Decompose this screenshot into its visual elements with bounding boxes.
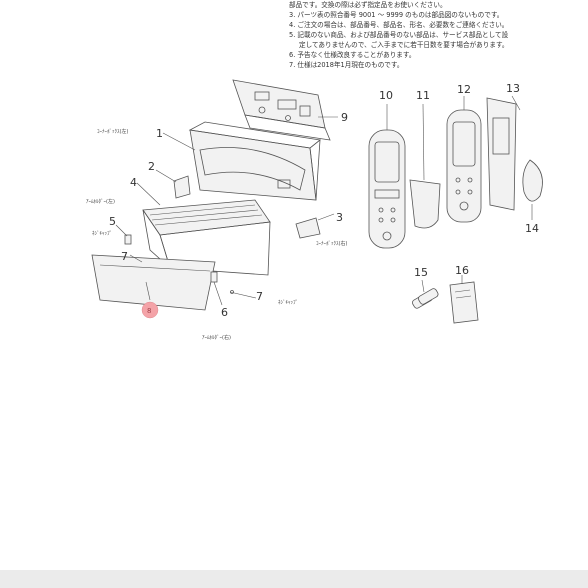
notes-block: 部品です。交換の際は必ず指定品をお使いください。 3. パーツ表の照合番号 90…	[289, 0, 585, 70]
note-line: 4. ご注文の場合は、部品番号、部品名、形名、必要数をご連絡ください。	[289, 21, 509, 29]
footer-bar	[0, 570, 588, 588]
back-plate-drawing	[486, 95, 521, 211]
note-line: 6. 予告なく仕様改良することがあります。	[289, 51, 416, 59]
note-line: 部品です。交換の際は必ず指定品をお使いください。	[289, 1, 447, 9]
remote-controller-drawing	[368, 104, 406, 249]
remote-cover-drawing	[409, 103, 441, 229]
screw-cap-right-leader	[229, 291, 257, 299]
part-number-10: 10	[379, 89, 393, 102]
part-number-16: 16	[455, 264, 469, 277]
arm-holder-right-drawing	[210, 271, 223, 306]
part-number-9: 9	[341, 111, 348, 124]
part-number-14: 14	[525, 222, 539, 235]
manual-drawing	[449, 275, 479, 324]
highlight-marker[interactable]	[141, 301, 159, 319]
part-number-7-right: 7	[256, 290, 263, 303]
part-number-13: 13	[506, 82, 520, 95]
control-board-drawing	[232, 79, 338, 141]
part-number-15: 15	[414, 266, 428, 279]
label-arm-holder-left: ｱｰﾑﾎﾙﾀﾞｰ(左)	[86, 198, 115, 205]
part-number-12: 12	[457, 83, 471, 96]
part-number-11: 11	[416, 89, 430, 102]
label-screw-cap-right: ﾈｼﾞｷｬｯﾌﾟ	[278, 299, 298, 306]
screw-cap-right-icon	[230, 290, 234, 294]
note-line: 3. パーツ表の照合番号 9001 ～ 9999 のものは部品図のないものです。	[289, 11, 504, 19]
note-line: 定してありませんので、ご入手までに若干日数を要す場合があります。	[299, 41, 509, 49]
label-screw-cap-left: ﾈｼﾞｷｬｯﾌﾟ	[92, 230, 112, 237]
batteries-drawing	[412, 279, 439, 309]
note-line: 7. 仕様は2018年1月現在のものです。	[289, 61, 404, 69]
label-corner-box-left: ｺｰﾅｰﾎﾞｯｸｽ(左)	[97, 128, 128, 135]
strap-drawing	[522, 159, 543, 220]
part-number-1: 1	[156, 127, 163, 140]
label-arm-holder-right: ｱｰﾑﾎﾙﾀﾞｰ(右)	[202, 334, 231, 341]
arm-holder-left-drawing	[115, 224, 132, 245]
part-number-8: 8	[147, 307, 151, 315]
front-grille-drawing	[91, 254, 216, 311]
chassis-drawing	[162, 121, 321, 201]
part-number-3: 3	[336, 211, 343, 224]
part-number-4: 4	[130, 176, 137, 189]
screw-cap-left-leader	[129, 254, 143, 263]
part-number-7-left: 7	[121, 250, 128, 263]
part-number-5: 5	[109, 215, 116, 228]
corner-box-left-drawing	[155, 169, 191, 199]
note-line: 5. 記載のない商品、および部品番号のない部品は、サービス部品として設	[289, 31, 509, 39]
part-number-6: 6	[221, 306, 228, 319]
remote-holder-drawing	[446, 96, 482, 223]
label-corner-box-right: ｺｰﾅｰﾎﾞｯｸｽ(右)	[316, 240, 347, 247]
front-panel-drawing	[136, 182, 271, 276]
part-number-2: 2	[148, 160, 155, 173]
corner-box-right-drawing	[295, 213, 335, 239]
